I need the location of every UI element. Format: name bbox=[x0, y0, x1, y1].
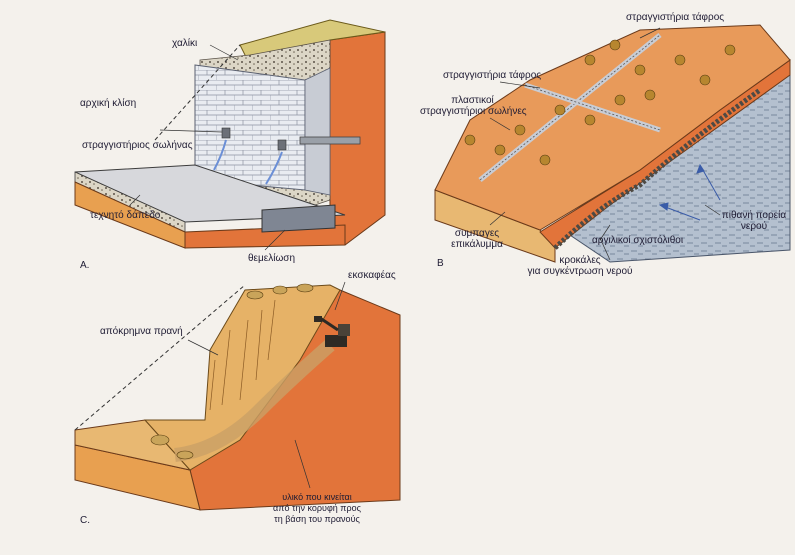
panel-c-leaders bbox=[187, 281, 346, 489]
label-drainage-trench-top: στραγγιστήρια τάφρος bbox=[626, 12, 725, 23]
panel-a-foundation bbox=[261, 204, 336, 233]
label-drain-pipe: στραγγιστήριος σωλήνας bbox=[82, 140, 193, 151]
panel-a-initial-slope-line bbox=[154, 44, 241, 141]
label-initial-slope: αρχική κλίση bbox=[80, 98, 137, 109]
label-moving-material-line2: από την κορυφή προς bbox=[273, 503, 361, 513]
panel-b-trench-cross bbox=[524, 82, 661, 133]
panel-c-cliff-lines bbox=[209, 299, 276, 411]
panel-b-shrubs bbox=[464, 39, 736, 166]
panel-b-diagram bbox=[434, 24, 791, 263]
excavator-icon bbox=[314, 316, 350, 347]
label-pebbles: κροκάλες για συγκέντρωση νερού bbox=[515, 255, 645, 277]
label-plastic-pipes: πλαστικοί στραγγιστήριοι σωλήνες bbox=[420, 95, 527, 117]
arrow-icon bbox=[658, 163, 721, 221]
panel-b-letter: B bbox=[437, 258, 444, 269]
label-artificial-floor: τεχνητό δάπεδο bbox=[90, 210, 161, 221]
label-plastic-pipes-line1: πλαστικοί bbox=[451, 95, 494, 106]
label-moving-material: υλικό που κινείται από την κορυφή προς τ… bbox=[262, 492, 372, 525]
label-drainage-trench: στραγγιστήρια τάφρος bbox=[443, 70, 542, 81]
label-water-path: πιθανή πορεία νερού bbox=[718, 210, 790, 232]
label-moving-material-line1: υλικό που κινείται bbox=[282, 492, 352, 502]
label-pebbles-line1: κροκάλες bbox=[559, 255, 601, 266]
label-compact-cover: συμπαγες επικάλυμμα bbox=[447, 228, 507, 250]
label-pebbles-line2: για συγκέντρωση νερού bbox=[527, 266, 633, 277]
label-plastic-pipes-line2: στραγγιστήριοι σωλήνες bbox=[420, 106, 527, 117]
label-compact-cover-line2: επικάλυμμα bbox=[451, 239, 503, 250]
panel-c-outline bbox=[74, 284, 246, 431]
panel-c-rocks bbox=[150, 283, 314, 460]
label-foundation: θεμελίωση bbox=[248, 253, 296, 264]
panel-a-wall-side bbox=[304, 67, 331, 196]
panel-b-pebbles bbox=[553, 87, 762, 250]
panel-b-leaders bbox=[489, 27, 721, 261]
label-compact-cover-line1: συμπαγες bbox=[454, 228, 500, 239]
panel-c-diagram bbox=[74, 281, 401, 511]
pipe-icon bbox=[221, 127, 361, 151]
label-water-path-line2: νερού bbox=[740, 221, 768, 232]
panel-a-leaders bbox=[129, 44, 286, 251]
label-gravel: χαλίκι bbox=[172, 38, 198, 49]
panel-a-letter: A. bbox=[80, 260, 90, 271]
panel-b-top-surface bbox=[434, 24, 791, 231]
label-water-path-line1: πιθανή πορεία bbox=[721, 210, 787, 221]
panel-a-water-flow bbox=[213, 139, 283, 185]
label-moving-material-line3: τη βάση του πρανούς bbox=[274, 514, 360, 524]
panel-a-diagram bbox=[74, 19, 386, 251]
label-steep-slope: απόκρημνα πρανή bbox=[100, 326, 183, 337]
panel-c-letter: C. bbox=[80, 515, 90, 526]
panel-c-debris-flow bbox=[174, 339, 335, 462]
label-clay-shale: αργιλικοί σχιστόλιθοι bbox=[592, 235, 684, 246]
label-excavator: εκσκαφέας bbox=[348, 270, 396, 281]
